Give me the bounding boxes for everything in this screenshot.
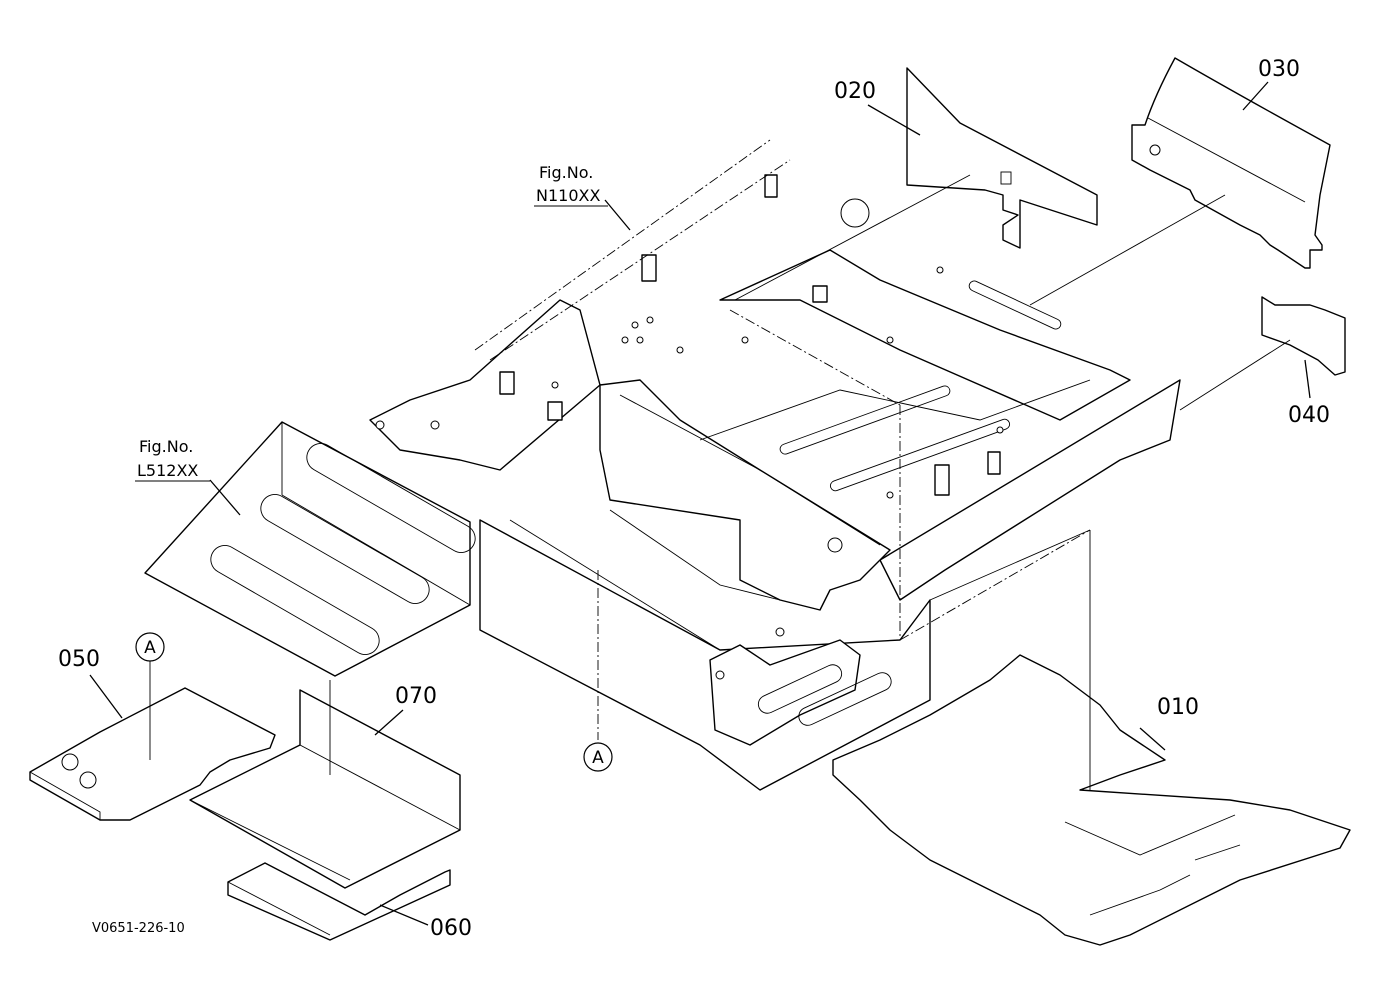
- label-040: 040: [1288, 403, 1330, 428]
- part-070: [189, 689, 461, 889]
- label-070: 070: [395, 684, 437, 709]
- part-050: [29, 687, 276, 821]
- label-060: 060: [430, 916, 472, 941]
- label-030: 030: [1258, 57, 1300, 82]
- label-010: 010: [1157, 695, 1199, 720]
- part-010: [832, 654, 1351, 946]
- part-060: [227, 862, 451, 941]
- ref-mark-left: A: [135, 632, 165, 662]
- fig-ref-left[interactable]: Fig.No. L512XX: [135, 437, 210, 482]
- ref-mark-center: A: [583, 742, 613, 772]
- floor-mat: [144, 421, 476, 677]
- fig-ref-upper[interactable]: Fig.No. N110XX: [534, 163, 608, 207]
- part-020: [906, 67, 1098, 249]
- part-040: [1261, 296, 1346, 376]
- fig-ref-upper-label: Fig.No.: [539, 163, 593, 182]
- part-030: [1131, 57, 1331, 269]
- main-frame: [369, 139, 1181, 791]
- fig-ref-left-code: L512XX: [137, 461, 198, 480]
- fig-ref-left-label: Fig.No.: [139, 437, 193, 456]
- fig-ref-upper-code: N110XX: [536, 186, 600, 205]
- drawing-code: V0651-226-10: [92, 921, 185, 936]
- label-050: 050: [58, 647, 100, 672]
- label-020: 020: [834, 79, 876, 104]
- leader-lines: [89, 81, 1311, 926]
- ref-mark-center-letter: A: [592, 748, 604, 768]
- ref-mark-left-letter: A: [144, 638, 156, 658]
